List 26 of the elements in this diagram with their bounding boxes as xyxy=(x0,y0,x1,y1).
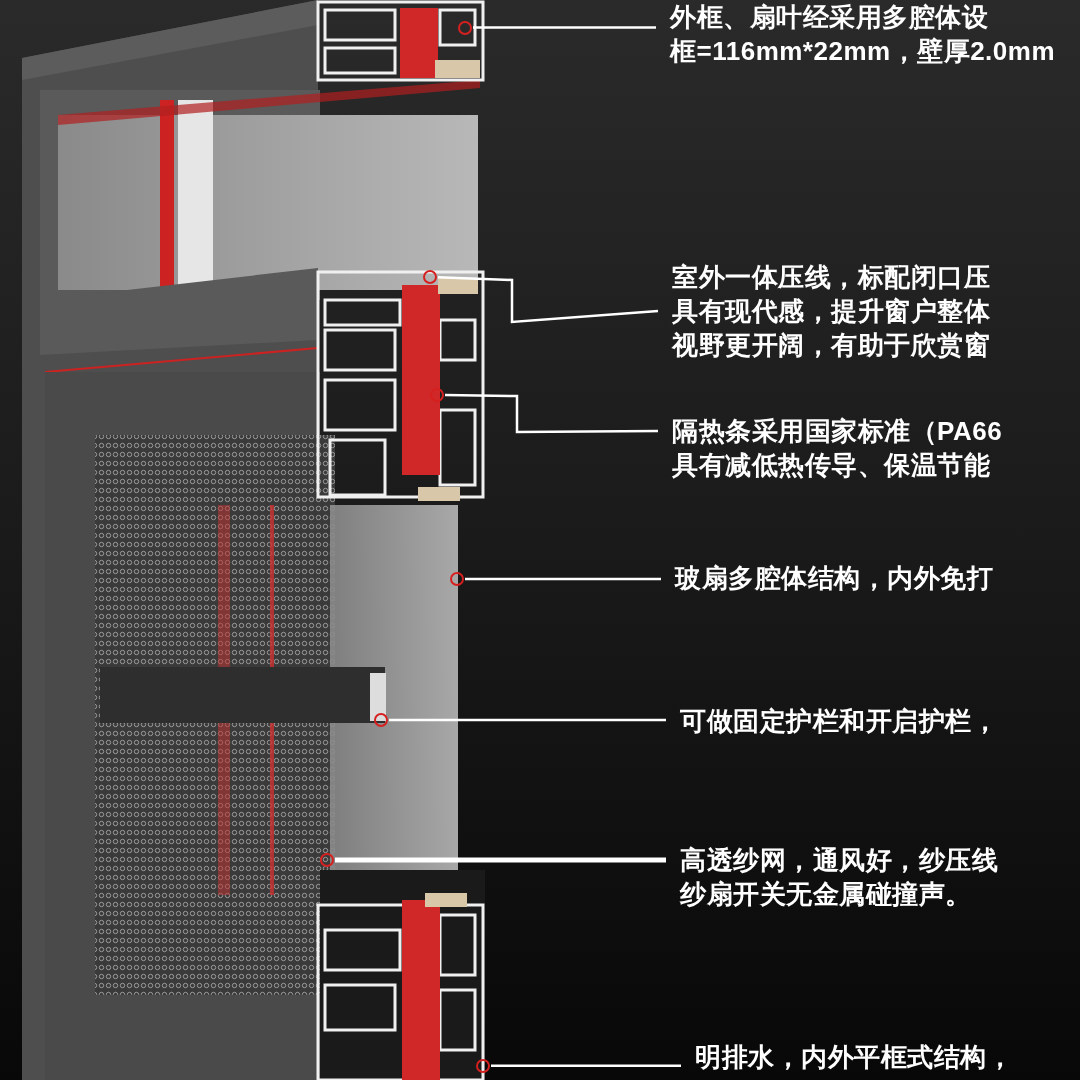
callout-text: 外框、扇叶经采用多腔体设 xyxy=(670,1,989,34)
leader-line xyxy=(437,276,659,324)
leader-line xyxy=(389,718,666,722)
marker-ring xyxy=(450,572,464,586)
marker-ring xyxy=(374,713,388,727)
callout-text: 框=116mm*22mm，壁厚2.0mm xyxy=(670,35,1056,68)
leader-line xyxy=(473,26,656,29)
callout-text: 纱扇开关无金属碰撞声。 xyxy=(680,878,973,911)
leader-line xyxy=(445,393,658,434)
marker-ring xyxy=(423,270,437,284)
callout-text: 明排水，内外平框式结构， xyxy=(695,1041,1013,1074)
callout-text: 隔热条采用国家标准（PA66 xyxy=(672,415,1003,448)
callout-text: 具有减低热传导、保温节能 xyxy=(672,449,991,482)
callout-text: 视野更开阔，有助于欣赏窗 xyxy=(672,329,990,362)
marker-ring xyxy=(476,1059,490,1073)
marker-ring xyxy=(430,388,444,402)
leader-line xyxy=(465,577,661,581)
leader-line xyxy=(491,1064,681,1067)
callout-text: 可做固定护栏和开启护栏， xyxy=(680,705,998,738)
marker-ring xyxy=(458,21,472,35)
callout-text: 高透纱网，通风好，纱压线 xyxy=(680,844,998,877)
callout-text: 室外一体压线，标配闭口压 xyxy=(672,261,990,294)
marker-ring xyxy=(320,853,334,867)
callout-text: 玻扇多腔体结构，内外免打 xyxy=(675,562,993,595)
leader-line xyxy=(335,857,666,863)
callout-text: 具有现代感，提升窗户整体 xyxy=(672,295,990,328)
